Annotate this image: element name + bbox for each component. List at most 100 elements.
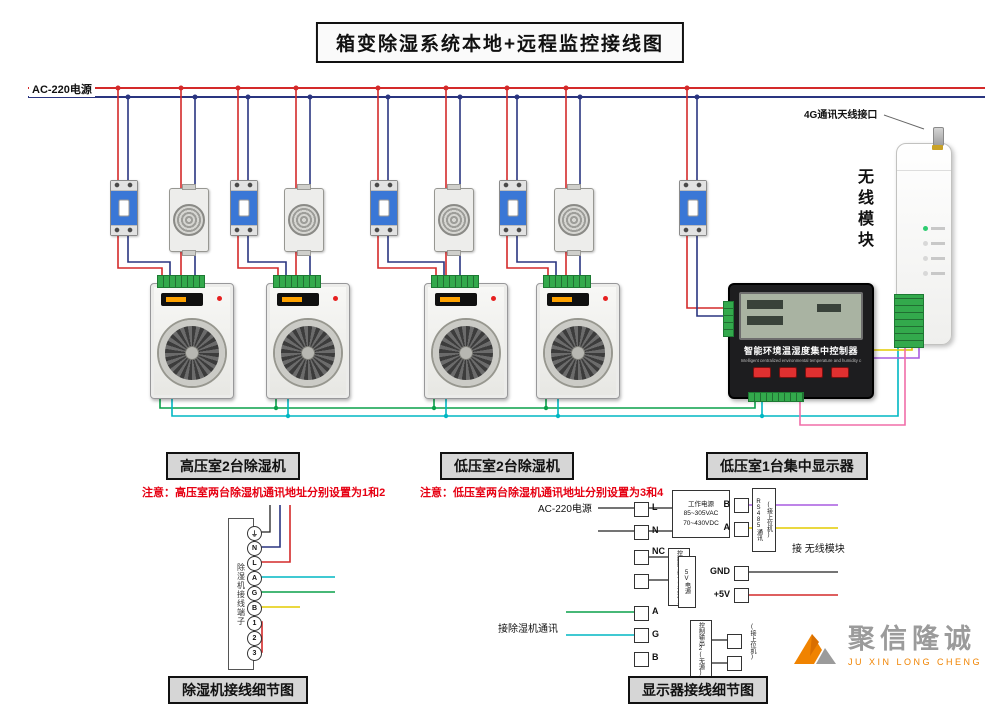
page-title: 箱变除湿系统本地+远程监控接线图 — [315, 22, 685, 63]
vent-grille-icon — [288, 204, 320, 236]
terminal-L: L — [247, 556, 262, 571]
status-led — [491, 296, 496, 301]
terminal-G: G — [247, 586, 262, 601]
antenna-port-label: 4G通讯天线接口 — [804, 110, 878, 121]
terminal-label-B485: B — [723, 499, 731, 509]
relay-module-1 — [169, 184, 209, 256]
strip-label: 除湿机接线端子 — [236, 562, 246, 626]
terminal-block — [273, 275, 321, 288]
terminal-label-GND: GND — [710, 566, 730, 576]
terminal-out2-a — [727, 634, 742, 649]
breaker-lever — [118, 199, 130, 217]
led-indicator-row — [923, 226, 945, 231]
breaker-lever — [687, 199, 699, 217]
dehumidifier-3 — [424, 275, 508, 399]
terminal-B — [634, 652, 649, 667]
terminal-label-A485: A — [723, 522, 731, 532]
lcd-screen — [739, 292, 863, 340]
digital-display — [277, 293, 319, 306]
status-led — [333, 296, 338, 301]
circuit-breaker-1 — [110, 180, 138, 236]
terminal-label-5V: +5V — [713, 589, 730, 599]
terminal-2: 2 — [247, 631, 262, 646]
relay-module-4 — [554, 184, 594, 256]
terminal-3: 3 — [247, 646, 262, 661]
central-controller: 智能环境温湿度集中控制器 Intelligent centralized env… — [723, 283, 874, 402]
terminal-ground: ⏚ — [247, 526, 262, 541]
comm-terminal-block — [748, 392, 804, 402]
terminal-B-485 — [734, 498, 749, 513]
status-led — [603, 296, 608, 301]
fan-grille-icon — [433, 320, 499, 386]
led-indicator-row — [923, 256, 945, 261]
led-icon — [923, 271, 928, 276]
terminal-label-A: A — [652, 606, 659, 616]
terminal-A-485 — [734, 522, 749, 537]
button-icon — [805, 367, 823, 378]
terminal-1: 1 — [247, 616, 262, 631]
wireless-module — [894, 127, 952, 348]
breaker-body — [111, 191, 137, 225]
antenna-connector-icon — [932, 127, 944, 150]
terminal-label-NC: NC — [652, 546, 665, 556]
terminal-L — [634, 502, 649, 517]
detail-ac-label: AC-220电源 — [538, 504, 592, 515]
status-led — [217, 296, 222, 301]
terminal-GND — [734, 566, 749, 581]
led-icon — [923, 241, 928, 246]
breaker-lever — [378, 199, 390, 217]
breaker-terminals-bottom — [111, 225, 137, 235]
terminal-block — [157, 275, 205, 288]
terminal-A — [634, 606, 649, 621]
led-icon — [923, 226, 928, 231]
terminal-5V — [734, 588, 749, 603]
circuit-breaker-5 — [679, 180, 707, 236]
fan-grille-icon — [275, 320, 341, 386]
digital-display — [547, 293, 589, 306]
control-output2-box: 控制输出2(无源) — [690, 620, 712, 678]
vent-grille-icon — [558, 204, 590, 236]
terminal-label-G: G — [652, 629, 660, 639]
power-terminal-block — [723, 301, 734, 337]
terminal-B: B — [247, 601, 262, 616]
terminal-block — [431, 275, 479, 288]
controller-name: 智能环境温湿度集中控制器 — [743, 346, 858, 356]
terminal-G — [634, 628, 649, 643]
to-dehumidifier-label: 接除湿机通讯 — [498, 624, 558, 635]
logo-text-en: JU XIN LONG CHENG — [848, 657, 983, 667]
led-icon — [923, 256, 928, 261]
note-high-voltage: 注意：高压室两台除湿机通讯地址分别设置为1和2 — [142, 487, 386, 499]
fan-grille-icon — [159, 320, 225, 386]
company-logo: 聚信隆诚 JU XIN LONG CHENG — [792, 626, 982, 667]
led-indicator-row — [923, 271, 945, 276]
dehumidifier-1 — [150, 275, 234, 399]
module-terminal-block — [894, 294, 924, 348]
terminal-N: N — [247, 541, 262, 556]
dehumidifier-2 — [266, 275, 350, 399]
dehumidifier-4 — [536, 275, 620, 399]
terminal-N — [634, 525, 649, 540]
terminal-NC — [634, 550, 649, 565]
ac-power-label: AC-220电源 — [29, 81, 95, 97]
section-label-low-voltage: 低压室2台除湿机 — [440, 452, 574, 480]
terminal-A: A — [247, 571, 262, 586]
note-low-voltage: 注意：低压室两台除湿机通讯地址分别设置为3和4 — [420, 487, 664, 499]
circuit-breaker-2 — [230, 180, 258, 236]
relay-module-2 — [284, 184, 324, 256]
logo-mountain-icon — [794, 633, 836, 664]
caption-dehumidifier-detail: 除湿机接线细节图 — [168, 676, 308, 704]
fan-grille-icon — [545, 320, 611, 386]
v5-label-box: 5V电源 — [678, 556, 696, 608]
to-wireless-label: 接 无线模块 — [792, 544, 845, 555]
circuit-breaker-3 — [370, 180, 398, 236]
terminal-out1 — [634, 574, 649, 589]
breaker-lever — [507, 199, 519, 217]
button-icon — [779, 367, 797, 378]
logo-text-cn: 聚信隆诚 — [848, 624, 976, 654]
wireless-module-label: 无线模块 — [855, 168, 872, 252]
terminal-label-L: L — [652, 502, 658, 512]
controller-buttons — [730, 367, 872, 378]
antenna-pointer-line — [883, 114, 925, 130]
button-icon — [831, 367, 849, 378]
